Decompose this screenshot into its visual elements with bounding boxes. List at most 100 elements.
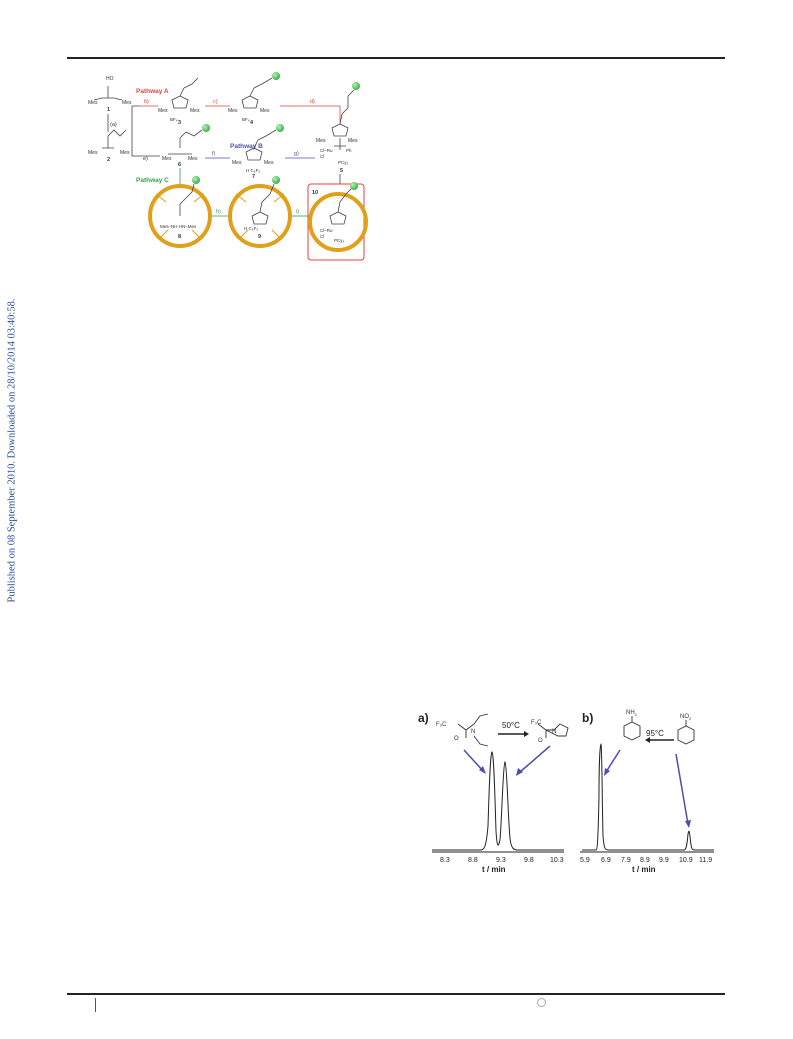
published-sidebar[interactable]: Published on 08 September 2010. Download… bbox=[3, 290, 21, 610]
svg-text:Mes: Mes bbox=[162, 156, 172, 162]
published-text[interactable]: Published on 08 September 2010. Download… bbox=[6, 298, 18, 602]
panel-a-tick: 8.3 bbox=[440, 857, 450, 864]
compound-6-structure bbox=[168, 129, 203, 155]
synthesis-scheme: HO Mes Mes 1 (a) Mes Mes 2 Pathway A b) … bbox=[88, 72, 368, 261]
svg-text:F₃C: F₃C bbox=[531, 720, 542, 726]
svg-text:N: N bbox=[471, 729, 475, 735]
svg-text:Mes: Mes bbox=[348, 138, 358, 144]
compound-2-structure bbox=[102, 129, 127, 149]
step-c-label: c) bbox=[213, 99, 218, 105]
step-e-label: e) bbox=[143, 156, 148, 162]
ball-icon-10 bbox=[350, 182, 358, 190]
svg-text:Mes: Mes bbox=[88, 150, 98, 156]
ball-icon-5 bbox=[352, 82, 360, 90]
panel-b-tick: 11.9 bbox=[699, 857, 712, 864]
svg-text:Cl–Ru: Cl–Ru bbox=[320, 228, 333, 233]
panel-a-tick: 9.8 bbox=[524, 857, 534, 864]
compound-3-structure bbox=[171, 77, 199, 109]
svg-text:Mes: Mes bbox=[158, 108, 168, 114]
pathway-b-label: Pathway B bbox=[230, 143, 263, 150]
svg-text:O: O bbox=[454, 736, 459, 742]
ball-icon-4 bbox=[272, 72, 280, 80]
svg-text:Cl: Cl bbox=[320, 154, 324, 159]
compound-4-structure bbox=[241, 77, 273, 109]
panel-b-tick: 9.9 bbox=[659, 857, 669, 864]
compound-7-label: 7 bbox=[252, 174, 255, 180]
compound-1-label: 1 bbox=[107, 107, 110, 113]
panel-a-condition: 50°C bbox=[502, 721, 520, 730]
panel-b-arrow-aniline bbox=[605, 749, 621, 773]
pathway-c-label: Pathway C bbox=[136, 177, 169, 184]
compound-5-structure bbox=[331, 89, 355, 150]
footer-tick bbox=[95, 998, 96, 1012]
svg-text:Cl–Ru: Cl–Ru bbox=[320, 148, 333, 153]
compound-9-label: 9 bbox=[258, 234, 261, 240]
svg-text:Mes: Mes bbox=[264, 160, 274, 166]
compound-8-label: 8 bbox=[178, 234, 181, 240]
svg-text:Mes: Mes bbox=[122, 100, 132, 106]
step-i-label: i) bbox=[296, 209, 299, 215]
panel-b-condition: 95°C bbox=[646, 729, 664, 738]
panel-b-no2-label: NO bbox=[680, 714, 689, 720]
svg-text:Mes: Mes bbox=[316, 138, 326, 144]
svg-text:Mes: Mes bbox=[260, 108, 270, 114]
panel-a-tick: 9.3 bbox=[496, 857, 506, 864]
panel-b-tick: 6.9 bbox=[601, 857, 611, 864]
svg-text:Mes: Mes bbox=[232, 160, 242, 166]
panel-b-label: b) bbox=[582, 711, 593, 725]
svg-text:NH2: NH2 bbox=[626, 710, 638, 717]
panel-a-xlabel: t / min bbox=[482, 865, 506, 874]
panel-a-label: a) bbox=[418, 711, 429, 725]
step-h-label: h) bbox=[216, 209, 221, 215]
step-g-label: g) bbox=[294, 151, 299, 157]
panel-b-arrow-nitrobenzene bbox=[675, 753, 689, 825]
panel-a-reactant-structure bbox=[457, 713, 489, 747]
svg-text:PCy₃: PCy₃ bbox=[334, 238, 345, 243]
compound-8-ring: Mes–NH HN–Mes 8 bbox=[148, 176, 212, 248]
svg-text:BF₄: BF₄ bbox=[242, 117, 250, 122]
svg-text:Mes–NH HN–Mes: Mes–NH HN–Mes bbox=[160, 224, 197, 229]
footer-circle-icon bbox=[537, 998, 546, 1007]
step-f-label: f) bbox=[212, 151, 216, 157]
svg-text:N: N bbox=[552, 729, 556, 735]
svg-text:Ph: Ph bbox=[346, 148, 352, 153]
ball-icon-9 bbox=[272, 176, 280, 184]
compound-9-ring: H C₆F₅ 9 bbox=[228, 176, 292, 248]
step-d-label: d) bbox=[310, 99, 315, 105]
step-b-label: b) bbox=[144, 99, 149, 105]
svg-text:Mes: Mes bbox=[228, 108, 238, 114]
svg-text:BF₄: BF₄ bbox=[170, 117, 178, 122]
panel-a-trace bbox=[432, 751, 564, 851]
panel-b-tick: 7.9 bbox=[621, 857, 631, 864]
panel-b-tick: 8.9 bbox=[640, 857, 650, 864]
panel-a-product-structure bbox=[537, 723, 569, 738]
svg-text:Mes: Mes bbox=[88, 100, 98, 106]
ball-icon-6 bbox=[202, 124, 210, 132]
compound-3-label: 3 bbox=[178, 120, 181, 126]
svg-text:NO2: NO2 bbox=[680, 714, 692, 721]
panel-b-nh2-label: NH bbox=[626, 710, 635, 716]
panel-b-nitrobenzene-structure bbox=[677, 720, 695, 745]
svg-text:Mes: Mes bbox=[190, 108, 200, 114]
compound-7-structure bbox=[245, 129, 277, 161]
compound-10-box: Cl–Ru Cl PCy₃ 10 bbox=[307, 182, 368, 261]
footer-rule bbox=[67, 993, 725, 995]
svg-text:PCy₃: PCy₃ bbox=[338, 160, 349, 165]
svg-text:Mes: Mes bbox=[188, 156, 198, 162]
panel-a-tick: 8.8 bbox=[468, 857, 478, 864]
compound-1-structure bbox=[93, 86, 123, 101]
panel-a-arrow-product bbox=[519, 745, 551, 773]
panel-b-xlabel: t / min bbox=[632, 865, 656, 874]
panel-b-tick: 10.9 bbox=[679, 857, 693, 864]
svg-text:O: O bbox=[538, 738, 543, 744]
pathway-a-label: Pathway A bbox=[136, 88, 169, 95]
header-rule bbox=[67, 57, 725, 59]
ball-icon-7 bbox=[276, 124, 284, 132]
panel-b-aniline-structure bbox=[623, 716, 641, 741]
svg-text:H C₆F₅: H C₆F₅ bbox=[246, 168, 260, 173]
compound-10-label: 10 bbox=[312, 190, 318, 196]
chromatogram-figure: a) F₃C O N 50°C F₃C O N 8.3 8.8 9.3 9.8 … bbox=[418, 710, 714, 874]
step-a-label: (a) bbox=[110, 122, 117, 128]
compound-5-label: 5 bbox=[340, 168, 343, 174]
panel-b-tick: 5.9 bbox=[580, 857, 590, 864]
